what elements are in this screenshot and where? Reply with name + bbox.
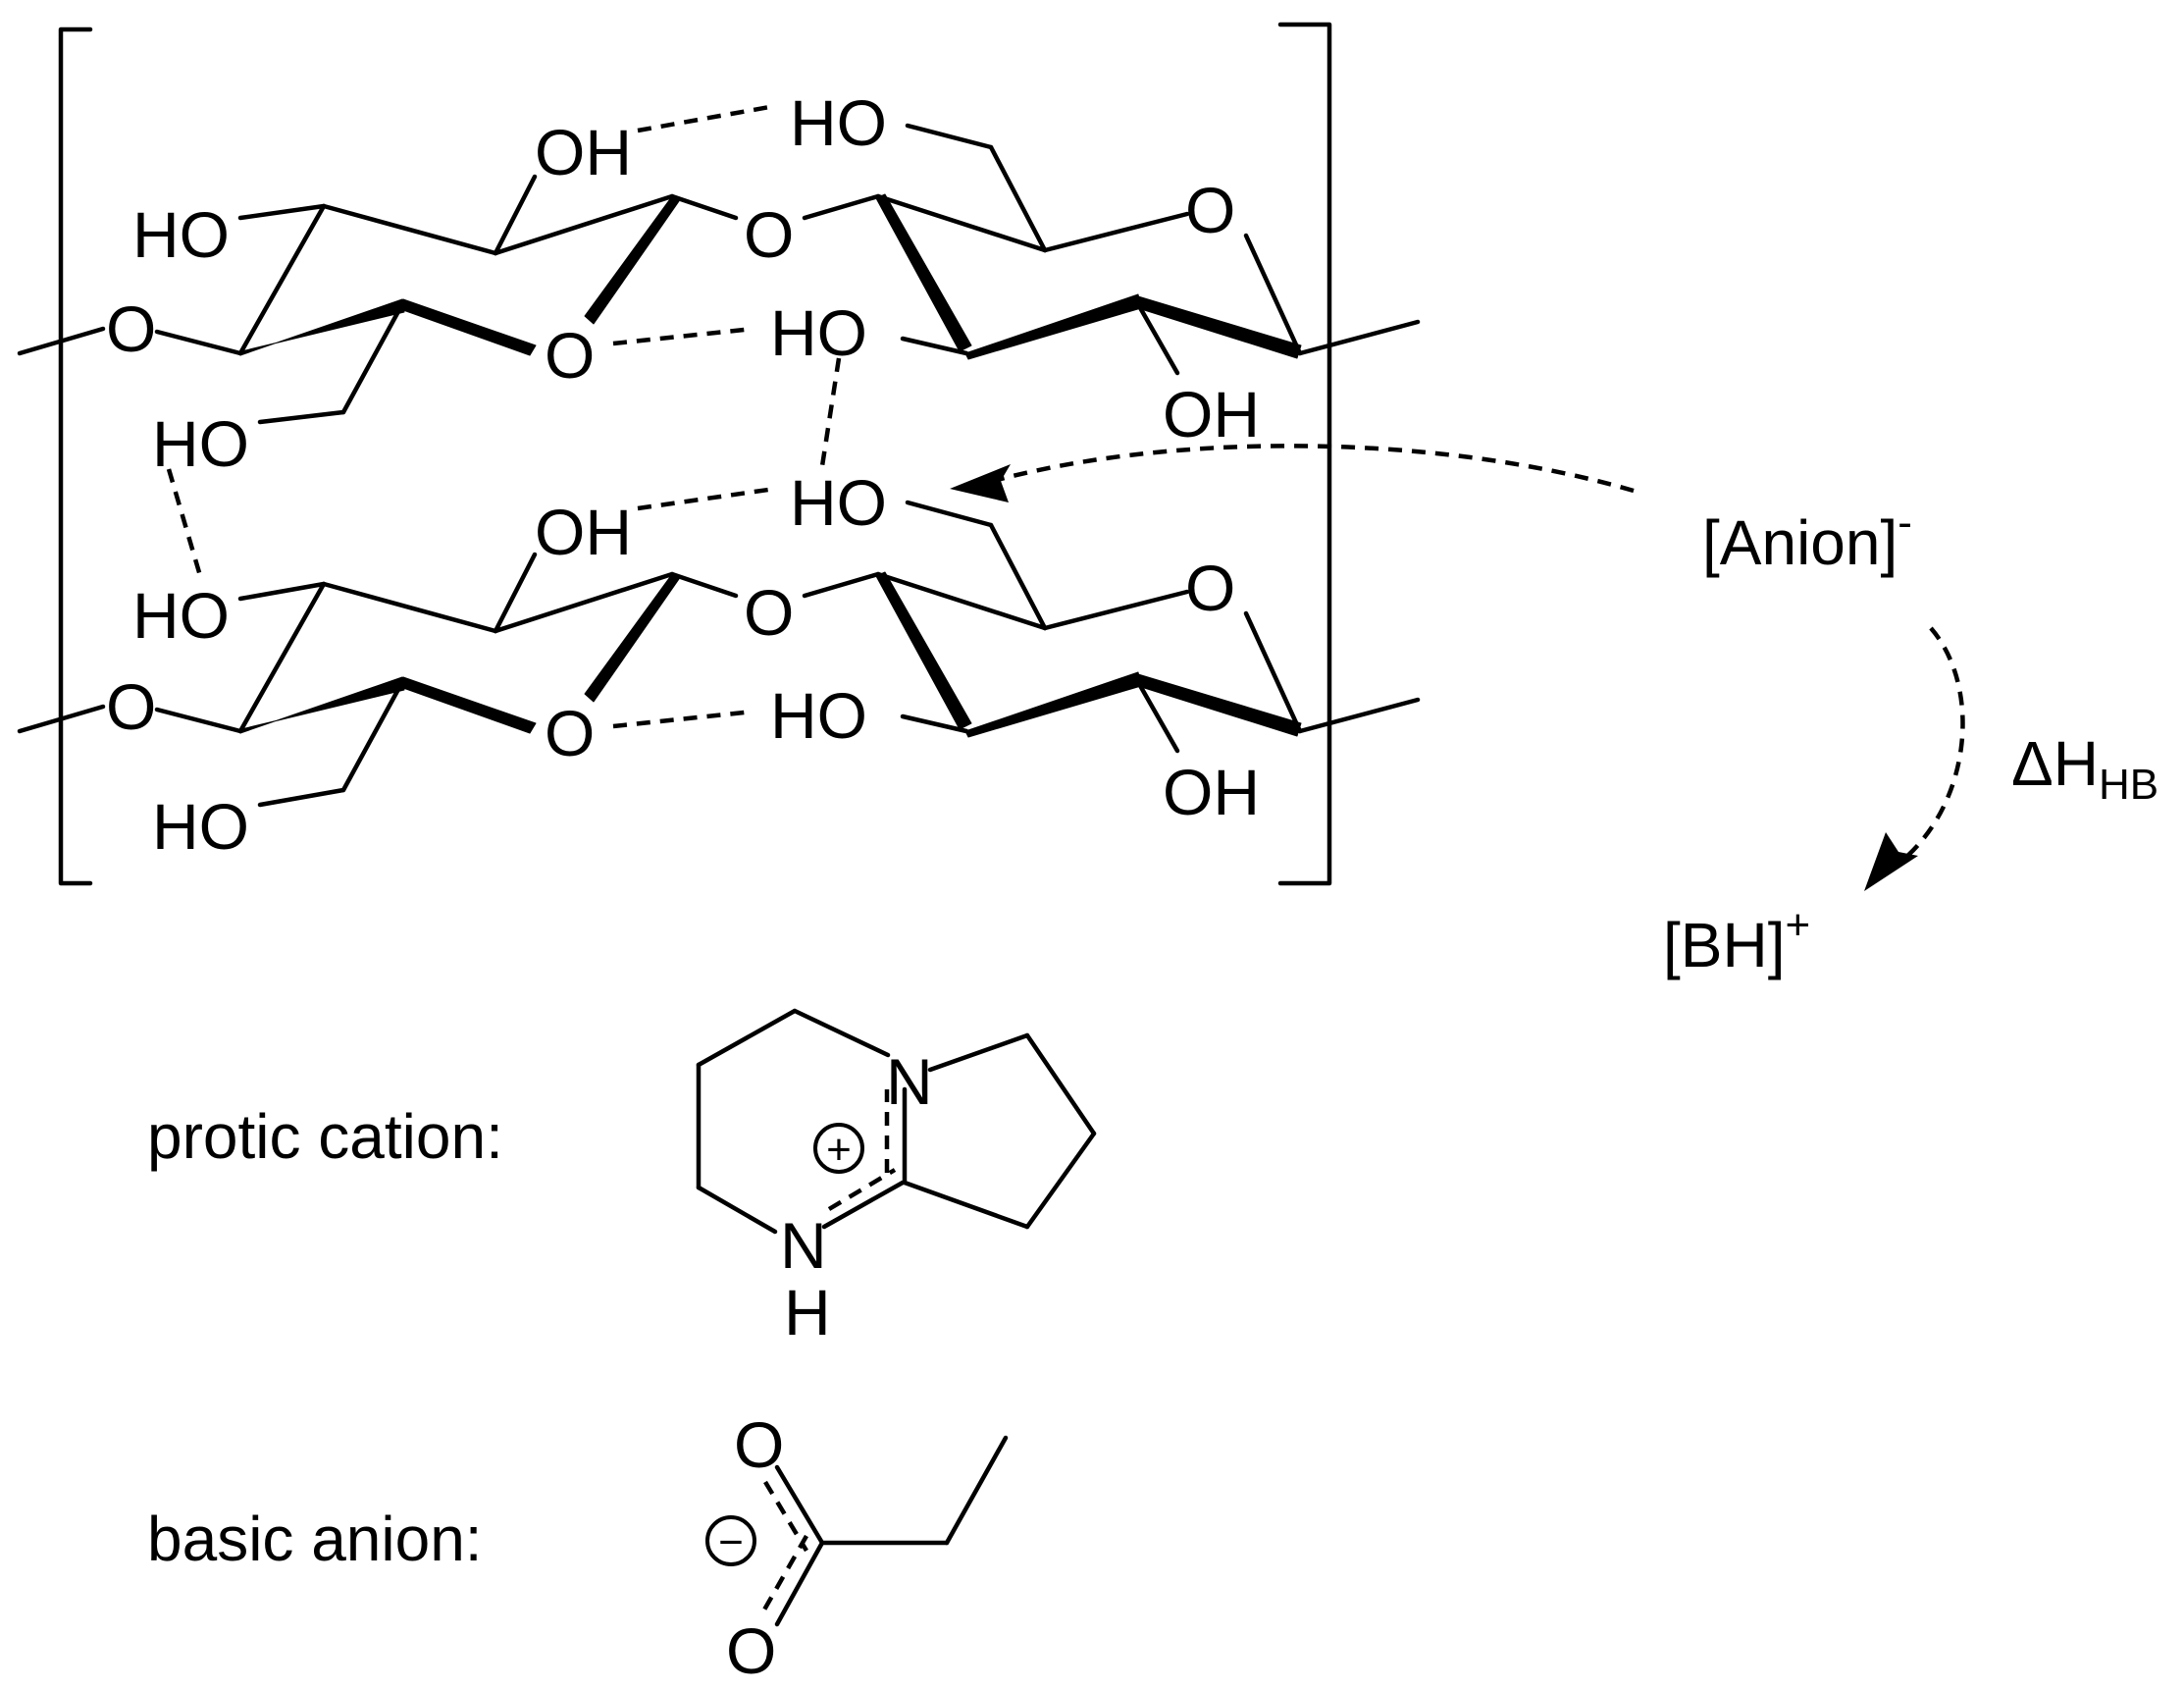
negative-charge-icon bbox=[705, 1515, 756, 1566]
label-n: N bbox=[886, 1045, 933, 1118]
label-o: O bbox=[106, 292, 156, 365]
label-oh: OH bbox=[1163, 756, 1260, 828]
label-ho: HO bbox=[770, 296, 867, 369]
left-bracket bbox=[58, 26, 93, 886]
right-bracket bbox=[1277, 22, 1332, 886]
upper-cellulose-chain bbox=[17, 123, 1421, 425]
delta-h-hb-label: ΔHHB bbox=[2011, 728, 2158, 809]
protic-cation-label: protic cation: bbox=[147, 1101, 503, 1172]
label-ho: HO bbox=[152, 407, 249, 480]
label-o: O bbox=[744, 198, 794, 271]
label-oh: OH bbox=[535, 496, 632, 568]
upper-atom-labels: OH HO HO O O O O HO OH HO bbox=[106, 86, 1260, 480]
basic-anion-label: basic anion: bbox=[147, 1504, 483, 1574]
basic-anion-structure: basic anion: O O − bbox=[147, 1408, 1009, 1687]
arrowhead-icon bbox=[1864, 832, 1918, 891]
polymer-brackets bbox=[58, 22, 1332, 886]
label-o: O bbox=[744, 576, 794, 649]
plus-sign: + bbox=[826, 1126, 852, 1174]
anion-attack-arrow bbox=[975, 444, 1635, 494]
positive-charge-icon bbox=[813, 1123, 864, 1174]
protic-cation-structure: protic cation: N N H + bbox=[147, 1008, 1097, 1348]
label-o: O bbox=[734, 1408, 784, 1481]
label-o: O bbox=[545, 697, 595, 769]
label-n: N bbox=[780, 1209, 827, 1282]
label-ho: HO bbox=[132, 579, 230, 652]
label-h: H bbox=[784, 1276, 831, 1348]
label-o: O bbox=[1185, 174, 1235, 246]
label-o: O bbox=[106, 670, 156, 743]
anion-label: [Anion]- bbox=[1702, 499, 1912, 578]
label-o: O bbox=[726, 1614, 776, 1685]
lower-atom-labels: HO OH HO O O O O HO OH HO bbox=[106, 466, 1260, 863]
label-o: O bbox=[1185, 552, 1235, 624]
label-o: O bbox=[545, 319, 595, 392]
hydrogen-bonds bbox=[166, 103, 842, 729]
label-ho: HO bbox=[152, 790, 249, 863]
lower-cellulose-chain bbox=[17, 500, 1421, 808]
reaction-cycle: [Anion]- ΔHHB [BH]+ bbox=[950, 444, 2158, 980]
label-ho: HO bbox=[790, 86, 887, 159]
minus-sign: − bbox=[718, 1518, 744, 1566]
label-ho: HO bbox=[770, 679, 867, 752]
label-oh: OH bbox=[1163, 378, 1260, 450]
label-ho: HO bbox=[790, 466, 887, 539]
label-ho: HO bbox=[132, 198, 230, 271]
label-oh: OH bbox=[535, 116, 632, 188]
delta-h-arrow bbox=[1897, 626, 1965, 866]
protonated-base-label: [BH]+ bbox=[1663, 901, 1810, 980]
arrowhead-icon bbox=[950, 464, 1011, 502]
